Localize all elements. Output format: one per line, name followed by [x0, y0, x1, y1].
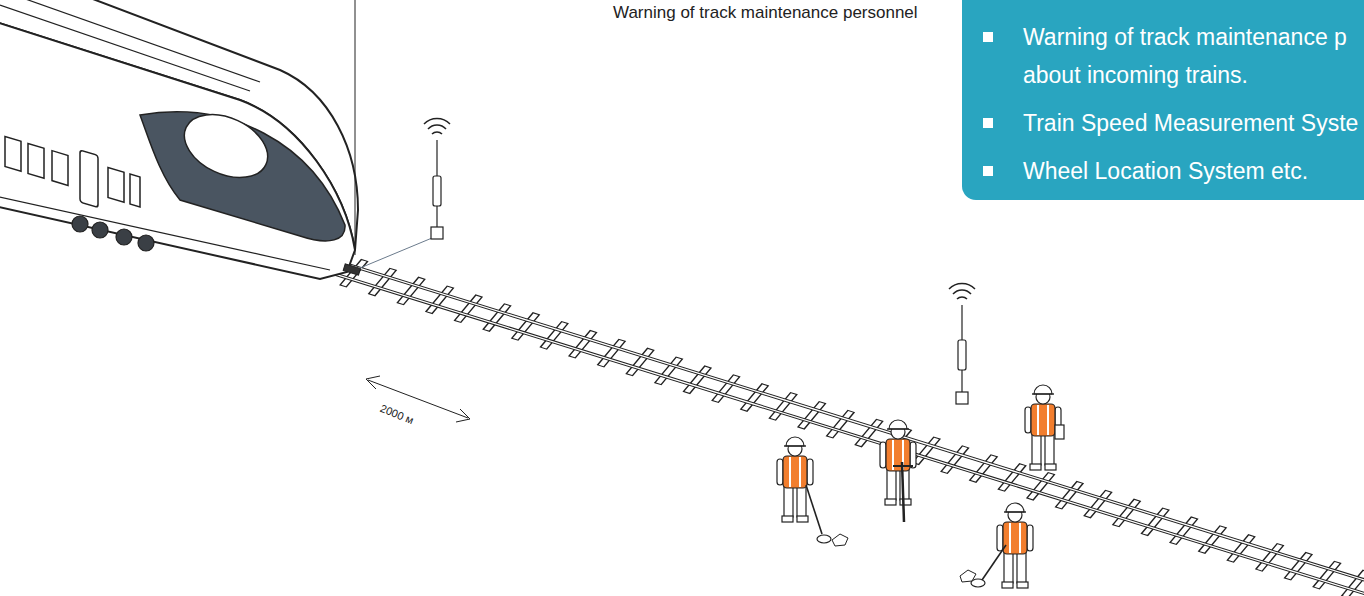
side-windows: [5, 128, 140, 221]
track-worker: [777, 437, 813, 522]
train-wheel: [138, 235, 154, 251]
roof-line: [0, 5, 250, 91]
train-window: [28, 143, 44, 178]
high-speed-train: [0, 0, 358, 279]
shovel-blade: [971, 579, 985, 587]
shovel-handle: [806, 485, 822, 534]
train-window: [5, 137, 21, 172]
train-wheel: [92, 222, 108, 238]
track-worker: [997, 503, 1033, 588]
leader-line: [355, 0, 356, 255]
arrow-head: [366, 376, 380, 389]
transmitter: [958, 340, 966, 370]
bullet-item: Wheel Location System etc.: [1023, 152, 1363, 190]
wireless-signal: [424, 118, 450, 134]
bullet-square: [983, 166, 993, 176]
junction-box: [431, 227, 443, 239]
rail-sensor: [343, 264, 360, 275]
wireless-signal: [949, 283, 975, 299]
shovel-blade: [817, 535, 831, 543]
dimension-label: 2000 м: [379, 402, 416, 426]
bullet-square: [983, 32, 993, 42]
wheel-sensor: [343, 118, 450, 275]
jackhammer-handle: [893, 465, 913, 467]
train-windshield: [174, 102, 277, 190]
bullet-item: Warning of track maintenance p about inc…: [1023, 18, 1363, 94]
train-wheel: [116, 229, 132, 245]
train-body: [0, 20, 355, 279]
jackhammer: [902, 462, 904, 522]
warning-device: [949, 283, 975, 404]
bullet-item: Train Speed Measurement Syste: [1023, 104, 1363, 142]
dimension-arrow: [366, 376, 470, 422]
transmitter: [433, 176, 441, 206]
rocks: [960, 570, 976, 582]
roof-line: [0, 0, 260, 82]
train-window: [108, 167, 124, 202]
info-panel: Warning of track maintenance p about inc…: [962, 0, 1364, 200]
train-door: [80, 150, 98, 207]
shovel-handle: [982, 545, 1006, 580]
train-window: [52, 151, 68, 186]
section-heading: Warning of track maintenance personnel: [613, 3, 918, 23]
sensor-cable: [360, 238, 432, 268]
bullet-text: Wheel Location System etc.: [1023, 158, 1308, 184]
train-window: [130, 174, 140, 207]
bullet-square: [983, 118, 993, 128]
bullet-text: Warning of track maintenance p about inc…: [1023, 24, 1347, 88]
junction-box: [956, 392, 968, 404]
rocks: [832, 534, 848, 546]
tablet: [1055, 425, 1064, 439]
arrow-head: [456, 409, 470, 422]
track-worker: [880, 420, 916, 505]
train-wheel: [72, 216, 88, 232]
skirt-line: [0, 195, 330, 270]
bullet-text: Train Speed Measurement Syste: [1023, 110, 1358, 136]
